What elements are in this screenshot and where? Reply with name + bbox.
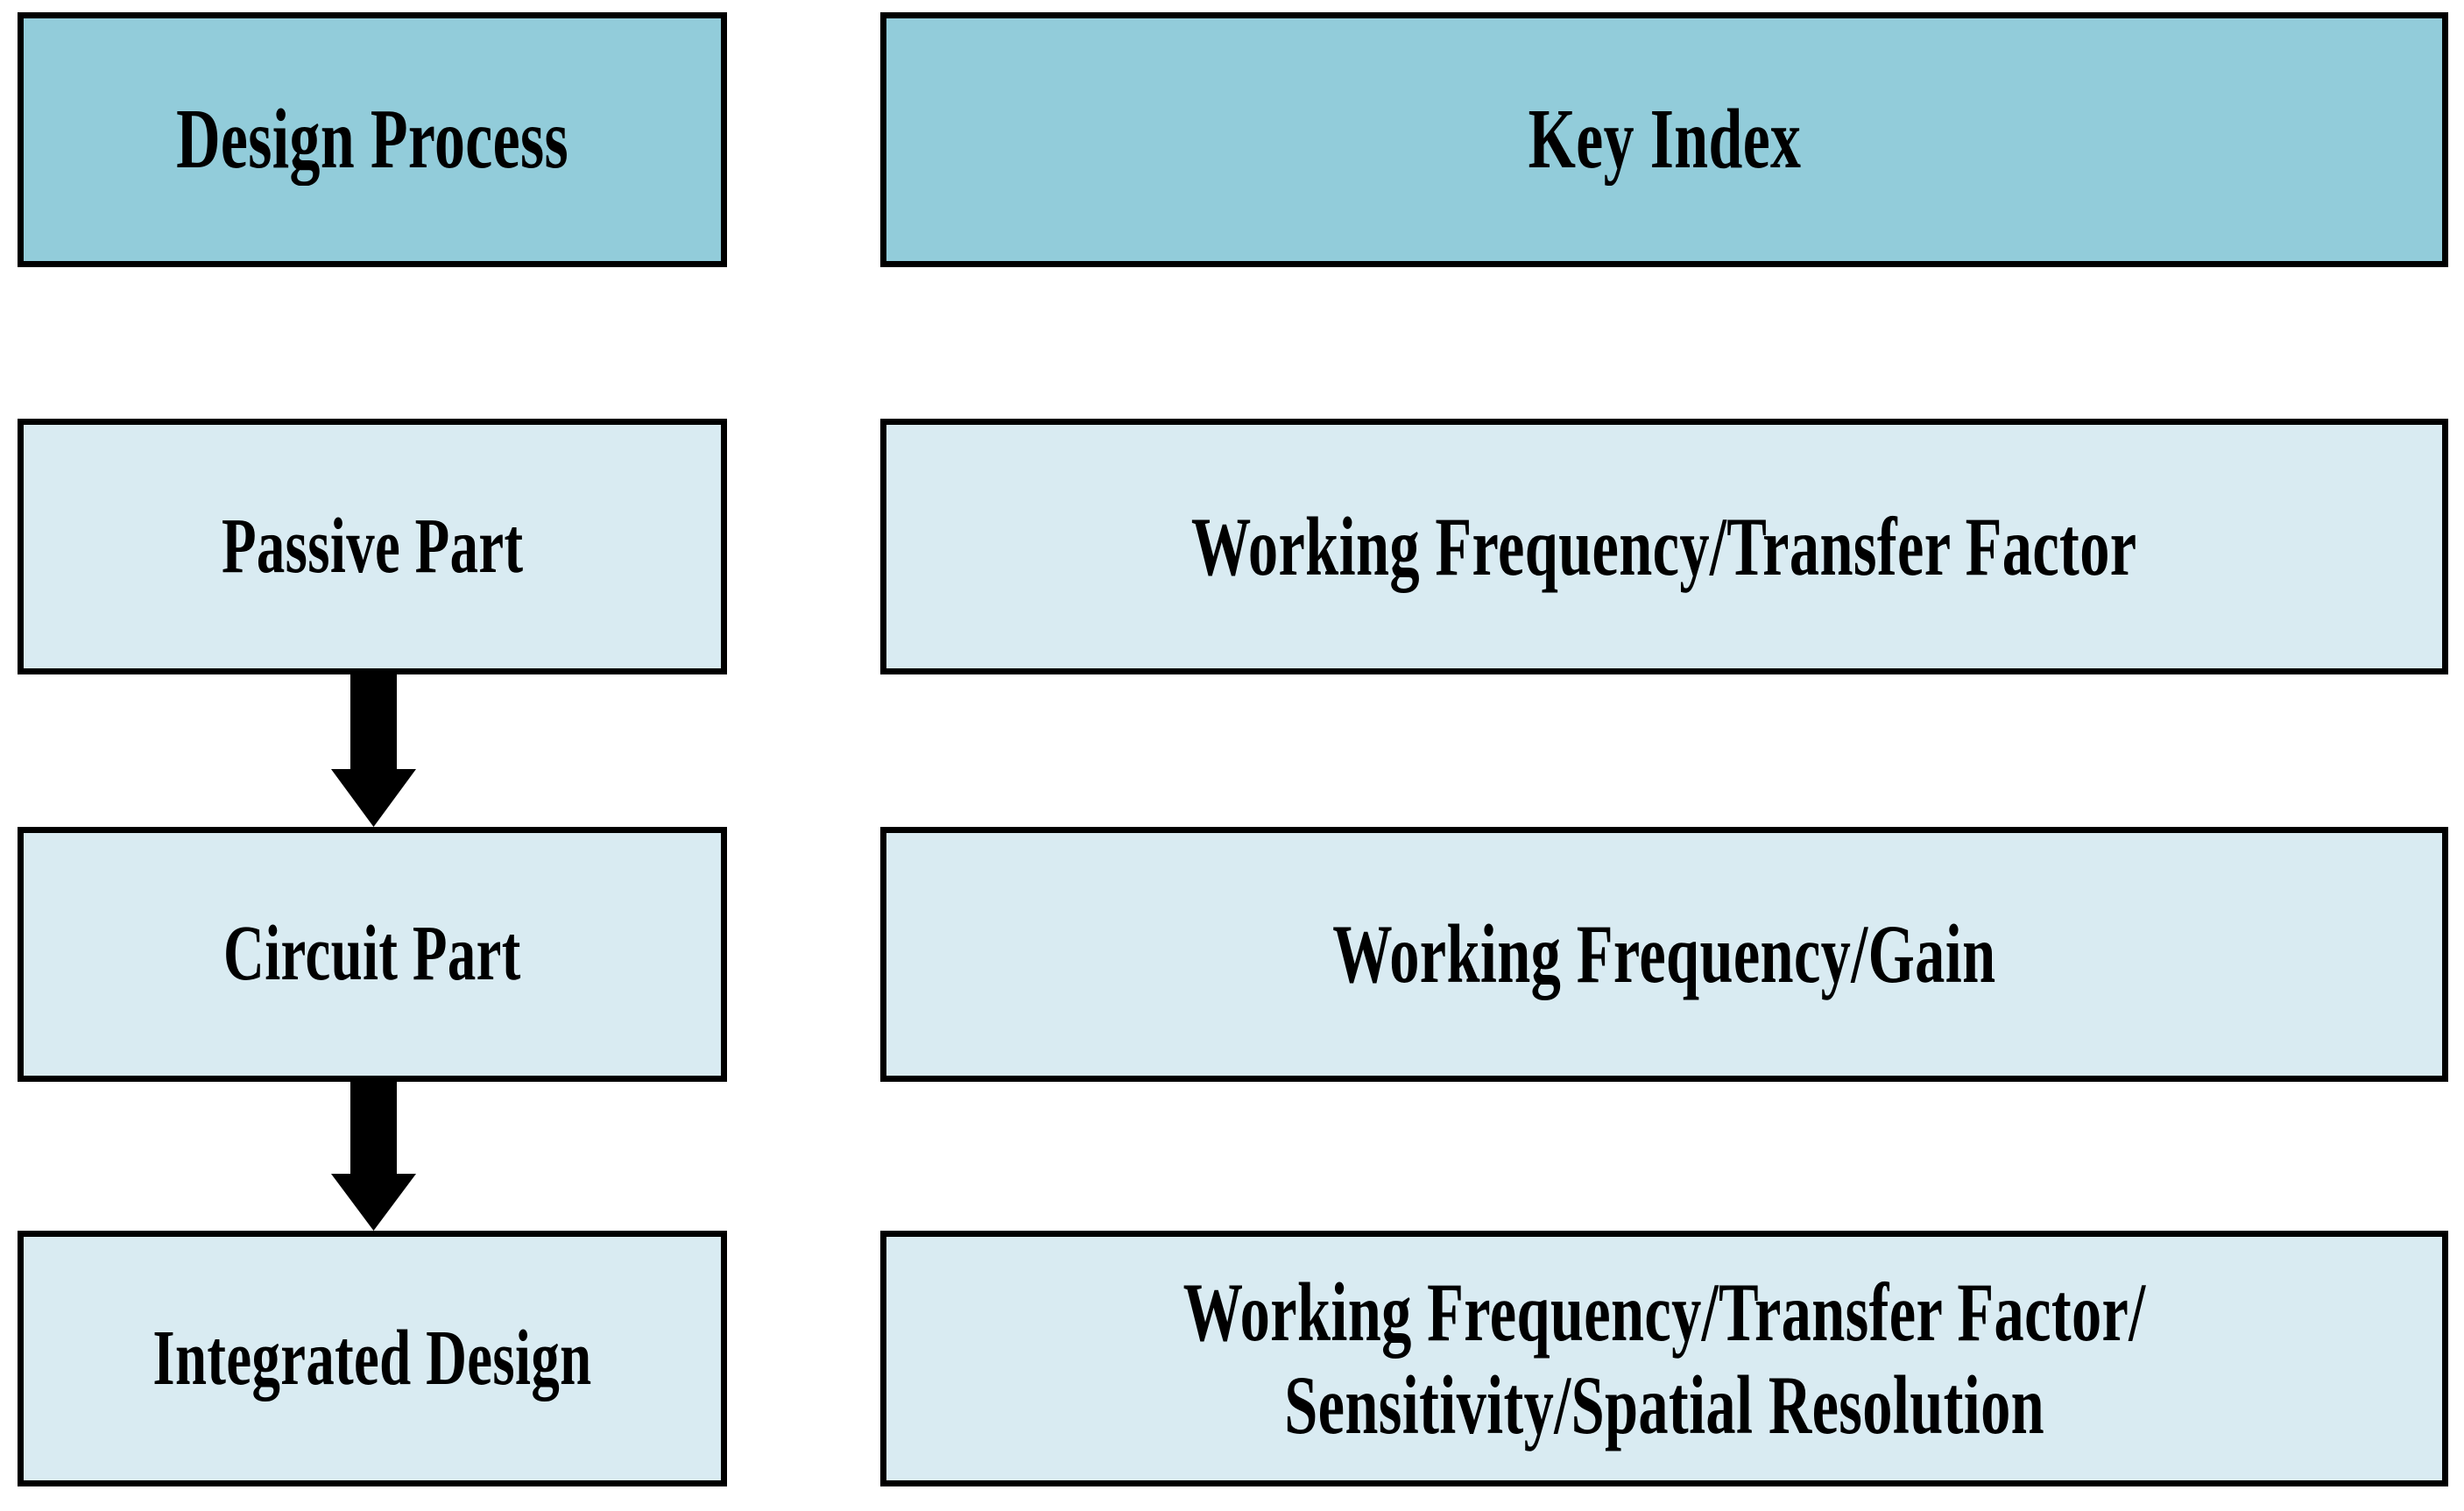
stage-label-circuit-part: Circuit Part xyxy=(223,910,521,998)
stage-label-integrated-design: Integrated Design xyxy=(152,1314,592,1402)
stage-box-integrated-design: Integrated Design xyxy=(18,1231,727,1486)
key-index-label-integrated-design: Working Frequency/Transfer Factor/ Sensi… xyxy=(1183,1265,2146,1451)
stage-box-passive-part: Passive Part xyxy=(18,419,727,674)
column-header-design-process-label: Design Process xyxy=(176,92,568,187)
key-index-label-passive-part: Working Frequency/Transfer Factor xyxy=(1191,499,2137,593)
arrow-passive-to-circuit-icon xyxy=(331,674,416,827)
key-index-label-circuit-part: Working Frequency/Gain xyxy=(1332,907,1996,1001)
column-header-design-process: Design Process xyxy=(18,12,727,267)
stage-label-passive-part: Passive Part xyxy=(221,502,524,590)
column-header-key-index: Key Index xyxy=(880,12,2448,267)
key-index-box-circuit-part: Working Frequency/Gain xyxy=(880,827,2448,1082)
stage-box-circuit-part: Circuit Part xyxy=(18,827,727,1082)
key-index-box-integrated-design: Working Frequency/Transfer Factor/ Sensi… xyxy=(880,1231,2448,1486)
arrow-circuit-to-integrated-icon xyxy=(331,1082,416,1231)
key-index-box-passive-part: Working Frequency/Transfer Factor xyxy=(880,419,2448,674)
column-header-key-index-label: Key Index xyxy=(1528,92,1801,187)
